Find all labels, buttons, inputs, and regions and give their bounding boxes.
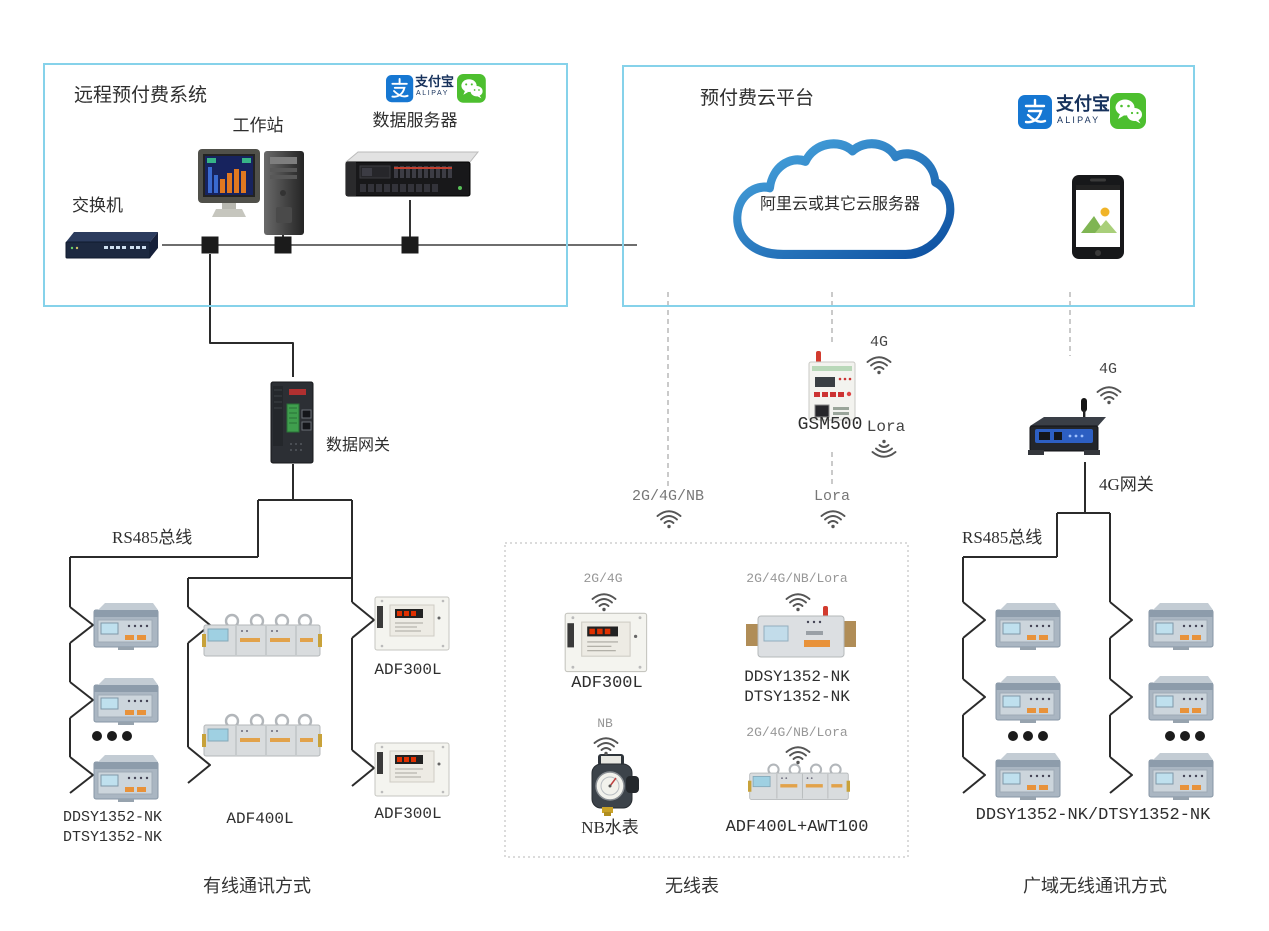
wan-meter-models-label: DDSY1352-NK/DTSY1352-NK <box>975 806 1211 825</box>
caption-wireless: 无线表 <box>665 876 719 896</box>
caption-wired: 有线通讯方式 <box>203 876 311 896</box>
adf300l-label: ADF300L <box>374 661 442 679</box>
switch-label: 交换机 <box>72 196 123 215</box>
meter-image <box>1148 675 1214 724</box>
signal-label: NB <box>597 716 613 731</box>
wireless-adf300l-label: ADF300L <box>571 674 643 693</box>
meter-image <box>1148 602 1214 651</box>
meter-image <box>93 754 159 803</box>
alipay-sub-wordmark: ALIPAY <box>416 90 450 97</box>
wifi-icon-inverted <box>871 438 897 458</box>
wired-section-lines <box>69 254 375 794</box>
wifi-icon <box>1096 386 1122 406</box>
wired-meter-model-2: DTSY1352-NK <box>63 829 163 846</box>
wireless-meters-box <box>504 542 909 858</box>
adf300l-wireless-image <box>564 612 648 673</box>
workstation-label: 工作站 <box>232 116 284 135</box>
wifi-icon <box>820 510 846 530</box>
link-lora-label: Lora <box>813 488 851 505</box>
wireless-ddsy-label-2: DTSY1352-NK <box>744 688 850 706</box>
data-gateway-image <box>270 381 314 464</box>
wired-system-box <box>43 63 568 307</box>
adf400l-awt100-image <box>746 763 852 801</box>
nb-water-meter-label: NB水表 <box>581 818 639 837</box>
cloud-image <box>733 139 955 260</box>
meter-image <box>1148 752 1214 801</box>
alipay-wordmark: 支付宝 <box>1056 94 1110 114</box>
nb-water-meter-image <box>591 753 640 817</box>
alipay-sub-wordmark: ALIPAY <box>1057 115 1101 125</box>
adf300l-image <box>374 742 450 797</box>
rs485-bus-label: RS485总线 <box>962 528 1043 547</box>
more-meters-dots <box>92 731 1205 741</box>
cloud-platform-title: 预付费云平台 <box>700 88 815 109</box>
adf300l-image <box>374 596 450 651</box>
wifi-icon <box>591 593 617 613</box>
gsm500-label: GSM500 <box>797 415 863 435</box>
ddsy-wireless-image <box>745 605 857 658</box>
wired-system-title: 远程预付费系统 <box>74 85 208 106</box>
meter-image <box>995 675 1061 724</box>
lan-bus-taps <box>201 236 419 254</box>
data-gateway-label: 数据网关 <box>326 437 391 454</box>
wifi-icon <box>785 593 811 613</box>
wan-section-lines <box>962 462 1133 794</box>
adf400l-image <box>200 713 324 758</box>
signal-label: 2G/4G/NB/Lora <box>746 571 848 586</box>
meter-image <box>995 602 1061 651</box>
gateway-4g-signal-label: 4G <box>1098 361 1118 378</box>
meter-image <box>93 602 159 651</box>
wired-meter-model-1: DDSY1352-NK <box>63 809 163 826</box>
meter-image <box>995 752 1061 801</box>
meter-image <box>93 677 159 726</box>
caption-wan: 广域无线通讯方式 <box>1023 876 1167 896</box>
rs485-bus-label: RS485总线 <box>112 528 193 547</box>
adf400l-awt100-label: ADF400L+AWT100 <box>725 818 869 837</box>
gsm500-4g-label: 4G <box>869 334 889 351</box>
adf400l-label: ADF400L <box>226 810 294 828</box>
gateway-4g-image <box>1027 397 1107 456</box>
gsm500-image <box>808 350 856 421</box>
wifi-icon <box>593 737 619 757</box>
link-2g4gnb-label: 2G/4G/NB <box>631 488 705 505</box>
cloud-platform-box <box>622 65 1195 307</box>
wifi-icon <box>785 746 811 766</box>
wifi-icon <box>866 356 892 376</box>
gateway-4g-label: 4G网关 <box>1099 475 1154 494</box>
alipay-wordmark: 支付宝 <box>415 74 455 89</box>
wireless-link-lines <box>667 292 1071 486</box>
wifi-icon <box>656 510 682 530</box>
wireless-ddsy-label-1: DDSY1352-NK <box>744 668 850 686</box>
signal-label: 2G/4G <box>583 571 623 586</box>
signal-label: 2G/4G/NB/Lora <box>746 725 848 740</box>
adf300l-label: ADF300L <box>374 805 442 823</box>
gsm500-lora-label: Lora <box>866 418 906 436</box>
server-label: 数据服务器 <box>372 111 458 130</box>
adf400l-image <box>200 613 324 658</box>
cloud-server-label: 阿里云或其它云服务器 <box>759 196 921 213</box>
